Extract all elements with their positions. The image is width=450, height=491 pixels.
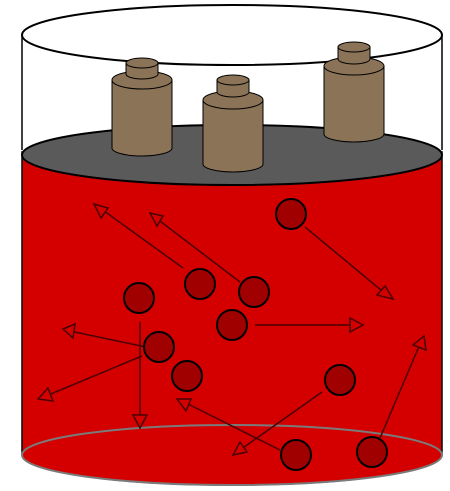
particle (171, 360, 203, 392)
particle (238, 276, 270, 308)
arrow (304, 226, 395, 301)
gas-particles (123, 198, 388, 471)
particle (275, 198, 307, 230)
arrow (231, 391, 323, 457)
weight (202, 74, 264, 173)
weights (111, 41, 385, 173)
arrow (36, 355, 143, 402)
arrow (148, 211, 241, 283)
particle (280, 439, 312, 471)
cylinder-top-rim (21, 4, 443, 66)
cylinder-upper (21, 4, 443, 150)
particle (143, 331, 175, 363)
cylinder-bottom-rim (21, 424, 443, 486)
weight (111, 57, 173, 157)
weight (323, 41, 385, 143)
arrow (175, 398, 281, 451)
particle (324, 364, 356, 396)
particle (216, 309, 248, 341)
arrow (255, 316, 365, 334)
arrow (379, 334, 427, 439)
particle (184, 268, 216, 300)
arrow (131, 322, 149, 430)
particle (123, 282, 155, 314)
particle (356, 436, 388, 468)
arrow (92, 202, 184, 269)
